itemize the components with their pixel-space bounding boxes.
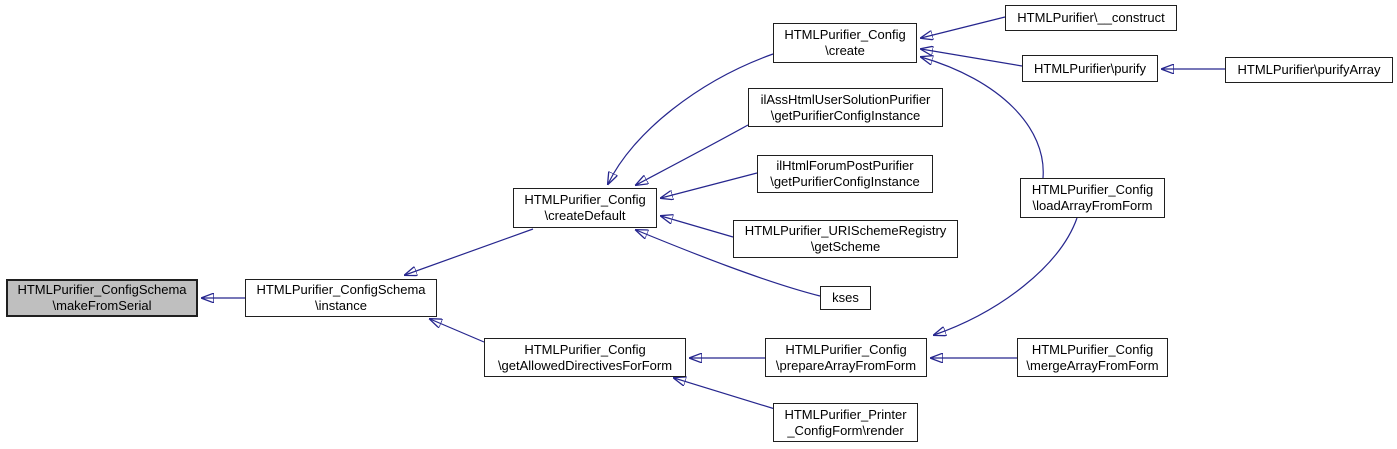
node-label-line: \getAllowedDirectivesForForm	[497, 357, 673, 373]
node-label-line: ilHtmlForumPostPurifier	[776, 158, 914, 173]
node-label-line: HTMLPurifier_Config	[1031, 341, 1154, 357]
node-render[interactable]: HTMLPurifier_Printer _ConfigForm\render	[773, 403, 918, 442]
node-label-line: _ConfigForm\render	[787, 422, 904, 438]
node-label-line: HTMLPurifier_ConfigSchema	[256, 282, 426, 297]
node-label-line: \getPurifierConfigInstance	[770, 174, 920, 189]
node-kses[interactable]: kses	[820, 286, 871, 310]
node-label-line: HTMLPurifier_Config	[524, 192, 646, 207]
node-label-line: \instance	[314, 298, 368, 313]
edge-purify-to-create	[921, 49, 1023, 67]
node-ilasshtmlusersolutionpurifier[interactable]: ilAssHtmlUserSolutionPurifier \getPurifi…	[748, 88, 943, 127]
node-purify[interactable]: HTMLPurifier\purify	[1022, 55, 1158, 82]
node-label-line: HTMLPurifier_ConfigSchema	[17, 282, 187, 297]
node-ilhtmlforumpostpurifier[interactable]: ilHtmlForumPostPurifier \getPurifierConf…	[757, 155, 933, 193]
node-urischemeregistry[interactable]: HTMLPurifier_URISchemeRegistry \getSchem…	[733, 220, 958, 258]
node-label-line: ilAssHtmlUserSolutionPurifier	[760, 91, 931, 107]
edge-getalloweddirectivesforform-to-instance	[430, 319, 485, 343]
edge-ilhtmlforumpostpurifier-to-createdefault	[661, 172, 758, 198]
node-loadarrayfromform[interactable]: HTMLPurifier_Config \loadArrayFromForm	[1020, 178, 1165, 218]
node-label-line: \getPurifierConfigInstance	[770, 107, 921, 123]
node-label-line: \create	[825, 43, 865, 58]
node-label-line: \prepareArrayFromForm	[775, 357, 917, 373]
edge-ilasshtmlusersolutionpurifier-to-createdefault	[636, 124, 749, 185]
node-createdefault[interactable]: HTMLPurifier_Config \createDefault	[513, 188, 657, 228]
node-label-line: HTMLPurifier_URISchemeRegistry	[744, 223, 947, 238]
node-purifyarray[interactable]: HTMLPurifier\purifyArray	[1225, 57, 1393, 83]
node-label-line: \getScheme	[810, 239, 881, 254]
node-getalloweddirectivesforform[interactable]: HTMLPurifier_Config \getAllowedDirective…	[484, 338, 686, 377]
node-label-line: kses	[832, 290, 859, 305]
node-label-line: \createDefault	[544, 208, 626, 223]
node-construct[interactable]: HTMLPurifier\__construct	[1005, 5, 1177, 31]
edge-urischemeregistry-to-createdefault	[661, 216, 734, 238]
edge-createdefault-to-instance	[405, 228, 534, 275]
edge-render-to-getalloweddirectivesforform	[674, 378, 776, 410]
node-label-line: \makeFromSerial	[52, 298, 152, 313]
node-label-line: HTMLPurifier_Config	[1031, 182, 1154, 197]
node-label-line: HTMLPurifier_Printer	[784, 406, 907, 422]
node-mergearrayfromform[interactable]: HTMLPurifier_Config \mergeArrayFromForm	[1017, 338, 1168, 377]
node-label-line: HTMLPurifier_Config	[784, 27, 906, 42]
node-label-line: HTMLPurifier_Config	[785, 341, 907, 357]
node-create[interactable]: HTMLPurifier_Config \create	[773, 23, 917, 63]
node-label-line: HTMLPurifier\purifyArray	[1237, 62, 1381, 77]
node-instance[interactable]: HTMLPurifier_ConfigSchema \instance	[245, 279, 437, 317]
node-label-line: HTMLPurifier_Config	[524, 341, 646, 357]
edge-construct-to-create	[921, 16, 1006, 38]
node-preparearrayfromform[interactable]: HTMLPurifier_Config \prepareArrayFromFor…	[765, 338, 927, 377]
node-label-line: \loadArrayFromForm	[1032, 198, 1153, 213]
node-makefromserial: HTMLPurifier_ConfigSchema \makeFromSeria…	[6, 279, 198, 317]
node-label-line: \mergeArrayFromForm	[1026, 357, 1159, 373]
node-label-line: HTMLPurifier\purify	[1034, 60, 1146, 76]
node-label-line: HTMLPurifier\__construct	[1017, 10, 1165, 25]
